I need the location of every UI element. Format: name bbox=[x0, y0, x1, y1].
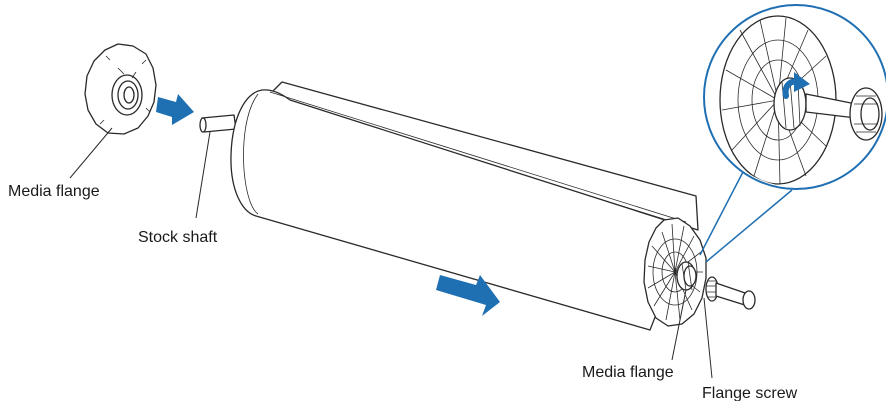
label-media-flange-right: Media flange bbox=[582, 364, 674, 381]
left-insert-arrow bbox=[156, 94, 194, 125]
leader-stock-shaft bbox=[196, 132, 210, 218]
label-flange-screw: Flange screw bbox=[702, 385, 798, 401]
label-media-flange-left: Media flange bbox=[8, 183, 100, 200]
detail-inset bbox=[700, 5, 886, 262]
leader-media-flange-left bbox=[70, 128, 112, 178]
label-stock-shaft: Stock shaft bbox=[138, 229, 218, 246]
leader-flange-screw bbox=[704, 298, 712, 378]
right-media-flange bbox=[644, 218, 706, 326]
left-media-flange bbox=[85, 44, 156, 134]
flange-screw bbox=[706, 277, 755, 309]
stock-shaft-left bbox=[200, 115, 236, 132]
